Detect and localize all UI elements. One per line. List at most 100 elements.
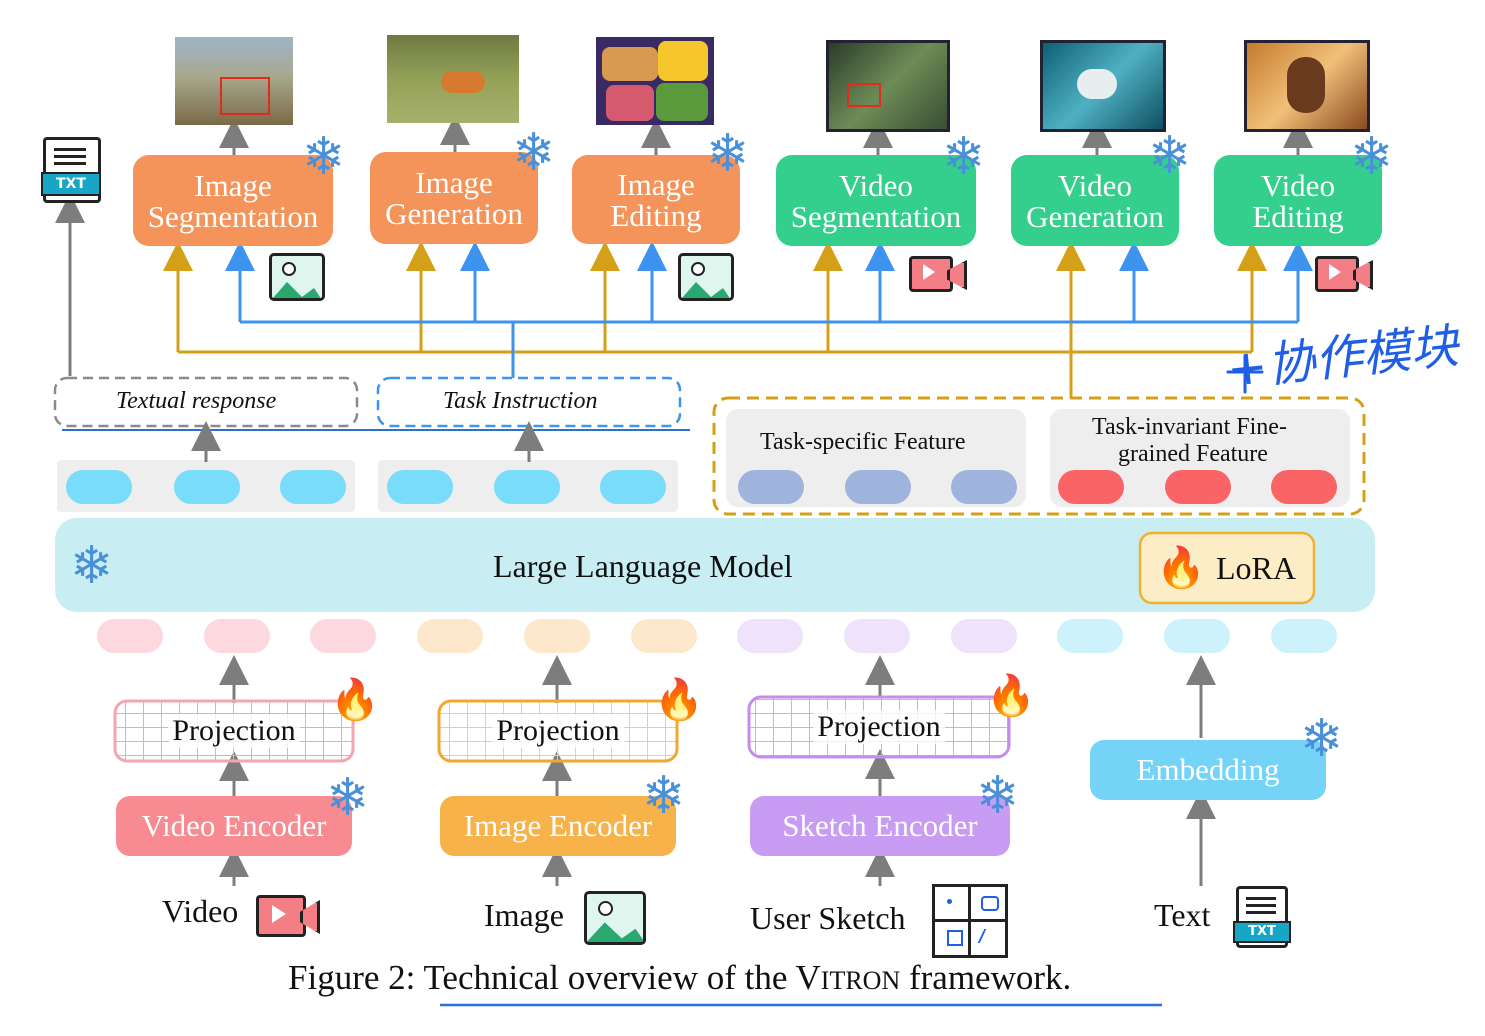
image-input-token xyxy=(631,619,697,653)
output-token xyxy=(174,470,240,504)
output-token xyxy=(494,470,560,504)
video-camera-icon xyxy=(256,895,320,937)
video-input-token xyxy=(204,619,270,653)
image-icon xyxy=(584,891,646,945)
caption-prefix: Figure 2: Technical overview of the V xyxy=(288,958,821,997)
task-specific-token xyxy=(845,470,911,504)
sketch-input-token xyxy=(737,619,803,653)
txt-file-label: TXT xyxy=(1233,921,1291,943)
module-title-line1: Video xyxy=(839,167,913,203)
module-title-line1: Video xyxy=(1058,167,1132,203)
task-specific-token xyxy=(951,470,1017,504)
text-input-label: Text xyxy=(1154,897,1211,933)
image-encoder: Image Encoder xyxy=(440,796,676,856)
snowflake-icon: ❄ xyxy=(70,536,114,596)
snowflake-icon: ❄ xyxy=(976,766,1020,826)
input-arrows xyxy=(219,655,1216,886)
snowflake-icon: ❄ xyxy=(1350,127,1394,187)
lora-box xyxy=(1138,531,1316,605)
video-input-token xyxy=(310,619,376,653)
fine-grained-token xyxy=(1058,470,1124,504)
output-token xyxy=(280,470,346,504)
task-specific-feature-label: Task-specific Feature xyxy=(760,429,966,455)
module-title-line2: Generation xyxy=(385,196,523,231)
image-icon xyxy=(269,253,325,301)
module-title-line1: Video xyxy=(1261,167,1335,203)
caption-suffix: framework. xyxy=(900,958,1072,997)
generation-image-thumbnail xyxy=(387,35,519,123)
fire-icon: 🔥 xyxy=(654,677,704,723)
editing-image-thumbnail xyxy=(596,37,714,125)
fire-icon: 🔥 xyxy=(986,673,1036,719)
fire-icon: 🔥 xyxy=(1156,545,1206,591)
video-camera-icon xyxy=(1315,256,1373,292)
snowflake-icon: ❄ xyxy=(942,127,986,187)
module-title-line1: Image xyxy=(415,165,493,200)
lora-label: LoRA xyxy=(1216,550,1296,586)
fire-icon: 🔥 xyxy=(330,677,380,723)
module-title-line2: Editing xyxy=(610,197,702,233)
text-input-token xyxy=(1271,619,1337,653)
task-invariant-feature-label-line2: grained Feature xyxy=(1118,441,1268,467)
video-segmentation-thumbnail xyxy=(826,40,950,132)
module-title-line2: Segmentation xyxy=(147,198,319,234)
segmentation-image-thumbnail xyxy=(175,37,293,125)
task-specific-token xyxy=(738,470,804,504)
task-instruction-box xyxy=(376,376,682,428)
sketch-input-label: User Sketch xyxy=(750,900,906,936)
fine-grained-token xyxy=(1271,470,1337,504)
image-input-label: Image xyxy=(484,897,564,933)
video-generation-thumbnail xyxy=(1040,40,1166,132)
projection-label: Projection xyxy=(168,714,300,748)
module-title-line2: Editing xyxy=(1252,198,1344,234)
snowflake-icon: ❄ xyxy=(302,127,346,187)
sketch-grid-icon xyxy=(932,884,1008,958)
video-input-label: Video xyxy=(162,893,239,929)
module-title-line2: Segmentation xyxy=(790,198,962,234)
module-title-line1: Image xyxy=(194,167,272,203)
module-title-line2: Generation xyxy=(1026,198,1164,234)
sketch-input-token xyxy=(951,619,1017,653)
textual-response-label: Textual response xyxy=(116,388,277,414)
snowflake-icon: ❄ xyxy=(1148,126,1192,186)
snowflake-icon: ❄ xyxy=(642,766,686,826)
embedding-module: Embedding xyxy=(1090,740,1326,800)
txt-file-label: TXT xyxy=(41,172,101,196)
module-title-line1: Image xyxy=(617,166,695,202)
figure-caption: Figure 2: Technical overview of the VITR… xyxy=(288,958,1071,998)
output-token xyxy=(600,470,666,504)
image-input-token xyxy=(524,619,590,653)
output-token xyxy=(387,470,453,504)
sketch-input-token xyxy=(844,619,910,653)
video-input-token xyxy=(97,619,163,653)
gold-route xyxy=(163,241,1267,398)
txt-file-icon: TXT xyxy=(1233,886,1291,948)
video-editing-thumbnail xyxy=(1244,40,1370,132)
textual-response-box xyxy=(53,376,359,428)
text-input-token xyxy=(1057,619,1123,653)
output-token xyxy=(66,470,132,504)
image-icon xyxy=(678,253,734,301)
feature-region xyxy=(712,396,1366,516)
blue-route xyxy=(225,241,1313,378)
image-input-token xyxy=(417,619,483,653)
fine-grained-token xyxy=(1165,470,1231,504)
sketch-encoder: Sketch Encoder xyxy=(750,796,1010,856)
video-projection: Projection xyxy=(116,702,352,760)
projection-label: Projection xyxy=(492,714,624,748)
handwritten-note-strokes xyxy=(1226,354,1264,394)
caption-smallcaps: ITRON xyxy=(820,966,901,995)
text-input-token xyxy=(1164,619,1230,653)
decoder-output-arrows xyxy=(219,115,1313,155)
llm-bar xyxy=(55,518,1375,612)
video-encoder: Video Encoder xyxy=(116,796,352,856)
txt-file-icon: TXT xyxy=(41,137,101,203)
llm-label: Large Language Model xyxy=(493,548,793,584)
sketch-projection: Projection xyxy=(761,698,997,756)
video-camera-icon xyxy=(909,256,967,292)
